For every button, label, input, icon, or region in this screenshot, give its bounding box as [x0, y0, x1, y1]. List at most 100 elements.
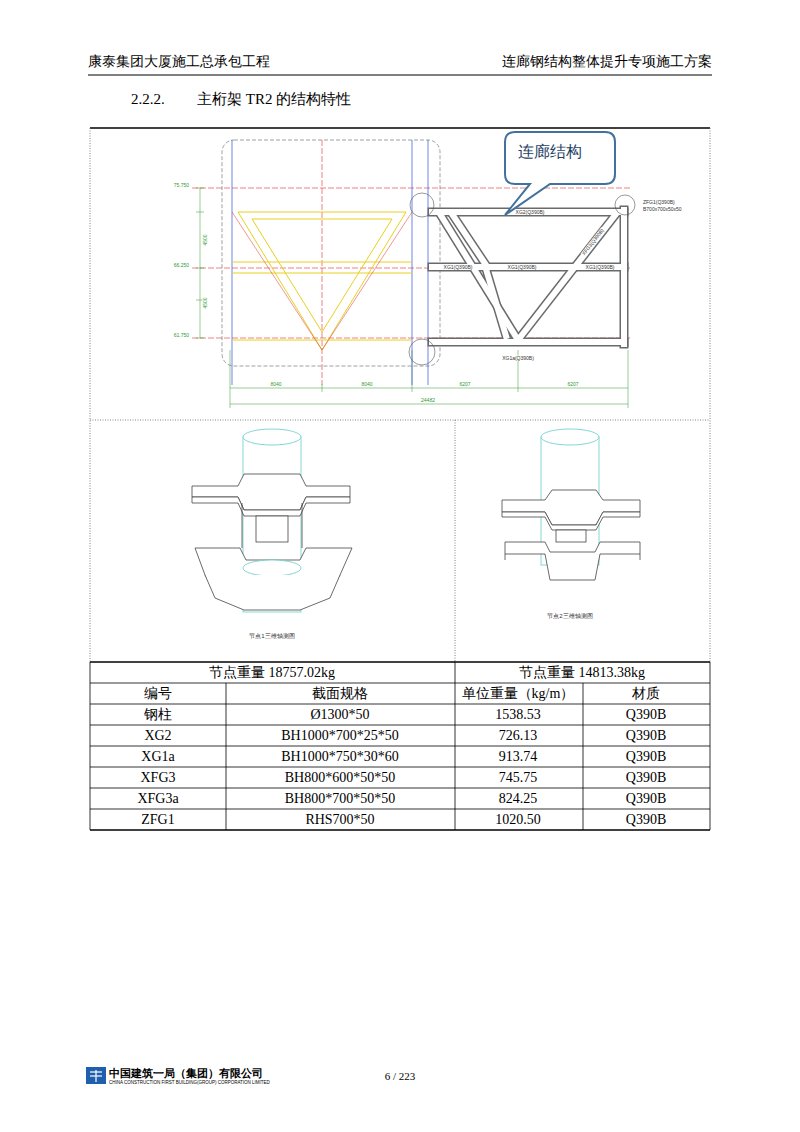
node-circle-part — [409, 339, 435, 365]
joint-3d-view-part — [256, 516, 288, 542]
table-cell: Q390B — [626, 708, 666, 722]
table-cell: 726.13 — [499, 729, 538, 743]
section-number: 2.2.2. — [131, 92, 165, 107]
joint-3d-view-part — [192, 497, 350, 516]
elevation-label: 61.750 — [173, 333, 190, 338]
panel-frame-part — [90, 128, 91, 662]
table-grid-part — [90, 725, 710, 726]
joint-3d-view-part — [205, 575, 340, 610]
member-label: XG1(Q390B) — [585, 265, 616, 270]
truss-outline-part — [232, 273, 412, 274]
joint-3d-view-part — [242, 503, 243, 548]
member-label: XG1(Q390B) — [507, 265, 538, 270]
callout-shape — [505, 132, 615, 215]
truss-member-inner-part — [432, 209, 624, 215]
truss-member-part — [432, 208, 624, 217]
dimension-label: 6207 — [566, 382, 579, 387]
company-name-en: CHINA CONSTRUCTION FIRST BUILDING(GROUP)… — [109, 1081, 270, 1086]
truss-member-part — [432, 338, 624, 347]
node-circle-part — [410, 193, 434, 217]
joint-3d-view-part — [192, 474, 350, 510]
dimension-line-part — [322, 384, 323, 392]
table-grid-part — [455, 662, 456, 830]
truss-member-inner-part — [432, 264, 624, 270]
dimension-line-part — [230, 388, 628, 389]
joint-3d-view-part — [502, 490, 640, 525]
dimension-line-part — [230, 350, 231, 408]
joint-3d-view-part — [505, 554, 506, 560]
axis-line — [232, 212, 412, 350]
truss-outline-part — [232, 262, 412, 263]
callout-text: 连廊结构 — [518, 142, 602, 161]
dimension-label: 24482 — [420, 398, 436, 403]
running-header: 连廊钢结构整体提升专项施工方案 — [502, 55, 712, 69]
dimension-line-part — [628, 350, 629, 408]
panel-frame-part — [455, 420, 456, 662]
company-logo-part — [86, 1067, 106, 1084]
dimension-label: 8040 — [269, 382, 282, 387]
table-cell: BH800*700*50*50 — [285, 792, 395, 806]
panel-frame-part — [710, 128, 711, 662]
dimension-label: 6207 — [458, 382, 471, 387]
truss-outline — [232, 212, 412, 350]
table-grid-part — [710, 662, 711, 830]
view-caption: 节点1三维轴测图 — [249, 633, 294, 639]
truss-elevation-part — [222, 140, 440, 366]
table-grid-part — [226, 683, 227, 830]
table-grid-part — [583, 683, 584, 830]
table-cell: BH1000*700*25*50 — [281, 729, 398, 743]
table-cell: RHS700*50 — [305, 813, 374, 827]
member-label: XFG3(Q390B) — [581, 227, 606, 257]
truss-member-inner-part — [452, 214, 486, 265]
joint-3d-view-part — [502, 512, 640, 530]
member-label: ZFG1(Q390B) — [642, 200, 676, 205]
truss-member-inner — [432, 210, 624, 344]
truss-outline-part — [232, 340, 412, 341]
table-cell: Q390B — [626, 813, 666, 827]
section-label: B700x700x50x50 — [642, 207, 683, 212]
page-rule — [88, 75, 712, 128]
joint-3d-view-part — [541, 429, 599, 445]
truss-member — [432, 210, 624, 344]
dimension-line-part — [196, 338, 204, 339]
page-number: 6 / 223 — [385, 1071, 416, 1082]
member-label: XG2(Q390B) — [515, 210, 546, 215]
dimension-line-part — [196, 212, 204, 213]
dimension-label: 8040 — [360, 382, 373, 387]
dimension-line-part — [230, 404, 628, 405]
truss-member-part — [486, 269, 506, 336]
joint-3d-view — [502, 429, 640, 580]
table-cell: 913.74 — [499, 750, 538, 764]
dimension-line-part — [200, 188, 201, 338]
company-name: 中国建筑一局（集团）有限公司 — [109, 1068, 263, 1079]
member-label: XG1a(Q390B) — [501, 356, 535, 361]
panel-frame-part — [90, 420, 710, 421]
table-header: 单位重量（kg/m） — [462, 687, 575, 701]
table-header: 材质 — [632, 687, 660, 701]
table-grid-part — [90, 767, 710, 768]
joint-3d-view-part — [243, 560, 301, 576]
table-cell: ZFG1 — [141, 813, 174, 827]
dimension-line-part — [196, 268, 204, 269]
joint-3d-view-part — [302, 503, 303, 548]
panel-frame — [90, 128, 710, 662]
page-rule-part — [88, 75, 712, 76]
dimension-line-part — [196, 188, 204, 189]
table-cell: XFG3a — [137, 792, 178, 806]
axis-line-part — [232, 212, 412, 350]
truss-member-part — [620, 210, 629, 344]
table-cell: 745.75 — [499, 771, 538, 785]
joint-3d-view-part — [243, 429, 301, 445]
truss-member-part — [518, 214, 616, 340]
table-grid-part — [90, 746, 710, 747]
table-cell: Q390B — [626, 792, 666, 806]
truss-member-part — [432, 263, 624, 272]
truss-member-inner-part — [440, 214, 518, 340]
table-cell: 1020.50 — [495, 813, 541, 827]
table-cell: XG2 — [144, 729, 171, 743]
table-cell: XFG3 — [140, 771, 175, 785]
table-cell: 1538.53 — [495, 708, 541, 722]
joint-3d-view-part — [505, 542, 640, 580]
table-grid-part — [90, 704, 710, 705]
